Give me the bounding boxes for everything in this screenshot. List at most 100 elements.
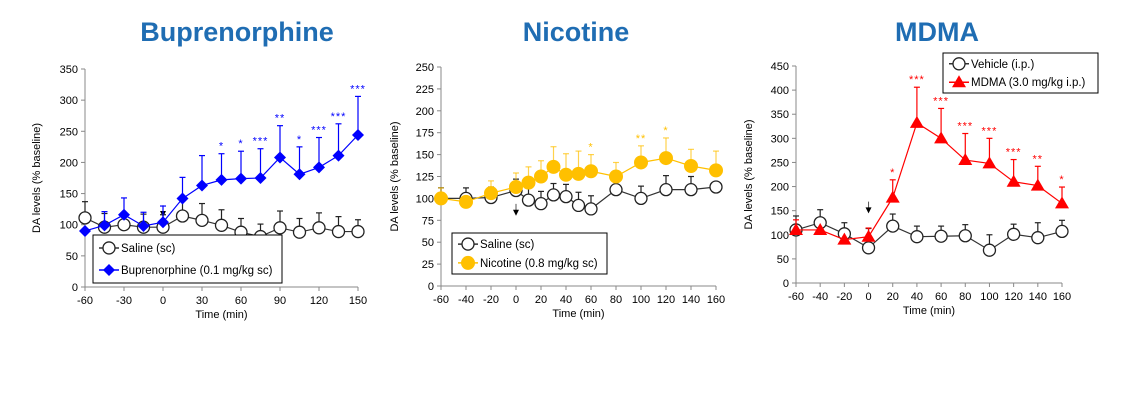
data-point bbox=[254, 172, 267, 184]
data-point bbox=[559, 167, 573, 182]
data-point bbox=[293, 168, 306, 181]
y-tick-label: 350 bbox=[60, 64, 78, 76]
x-tick-label: 60 bbox=[235, 295, 247, 307]
data-point bbox=[79, 224, 91, 237]
significance-label: * bbox=[219, 141, 224, 153]
legend-label: Buprenorphine (0.1 mg/kg sc) bbox=[121, 265, 273, 277]
y-tick-label: 200 bbox=[771, 182, 789, 194]
data-point bbox=[313, 161, 325, 174]
data-point bbox=[137, 219, 150, 232]
injection-arrow-head bbox=[865, 207, 872, 214]
y-tick-label: 0 bbox=[72, 282, 78, 294]
data-point bbox=[684, 182, 698, 197]
x-tick-label: 160 bbox=[707, 294, 725, 306]
significance-label: *** bbox=[311, 125, 327, 137]
y-tick-label: 150 bbox=[771, 206, 789, 218]
legend-marker bbox=[952, 57, 966, 71]
x-tick-label: 30 bbox=[196, 295, 208, 307]
legend-label: Saline (sc) bbox=[480, 239, 534, 251]
x-tick-label: -30 bbox=[116, 295, 132, 307]
y-tick-label: 0 bbox=[428, 281, 434, 293]
data-point bbox=[196, 179, 208, 192]
data-point bbox=[789, 222, 803, 235]
y-tick-label: 150 bbox=[60, 189, 78, 201]
chart-panel-0: Buprenorphine050100150200250300350-60-30… bbox=[31, 17, 367, 321]
y-tick-label: 225 bbox=[416, 84, 434, 96]
y-axis-label: DA levels (% baseline) bbox=[743, 119, 755, 229]
data-point bbox=[546, 188, 561, 202]
x-tick-label: 40 bbox=[560, 294, 572, 306]
data-point bbox=[195, 213, 209, 228]
significance-label: *** bbox=[933, 95, 949, 107]
data-point bbox=[546, 159, 561, 174]
x-tick-label: 120 bbox=[657, 294, 675, 306]
legend: Saline (sc) Nicotine (0.8 mg/kg sc) bbox=[451, 232, 608, 275]
significance-label: * bbox=[238, 138, 243, 150]
data-point bbox=[1055, 196, 1069, 209]
data-point bbox=[861, 241, 876, 255]
y-tick-label: 75 bbox=[422, 215, 434, 227]
x-tick-label: 60 bbox=[935, 291, 947, 303]
data-point bbox=[534, 197, 548, 211]
data-point bbox=[571, 198, 586, 213]
significance-label: *** bbox=[331, 111, 347, 123]
data-point bbox=[909, 115, 924, 128]
x-tick-label: 20 bbox=[535, 294, 547, 306]
x-tick-label: 140 bbox=[682, 294, 700, 306]
data-point bbox=[709, 163, 723, 178]
data-point bbox=[434, 191, 448, 206]
significance-label: *** bbox=[350, 83, 366, 95]
significance-label: * bbox=[297, 134, 302, 146]
legend: Vehicle (i.p.) MDMA (3.0 mg/kg i.p.) bbox=[942, 52, 1099, 94]
y-tick-label: 300 bbox=[771, 133, 789, 145]
y-tick-label: 200 bbox=[60, 157, 78, 169]
data-point bbox=[509, 180, 523, 195]
y-axis-label: DA levels (% baseline) bbox=[31, 123, 43, 233]
legend: Saline (sc)Buprenorphine (0.1 mg/kg sc) bbox=[92, 234, 283, 284]
legend-marker bbox=[103, 264, 115, 277]
x-tick-label: 80 bbox=[959, 291, 971, 303]
data-point bbox=[584, 164, 598, 179]
x-tick-label: -60 bbox=[433, 294, 449, 306]
x-tick-label: 20 bbox=[887, 291, 899, 303]
y-tick-label: 100 bbox=[771, 230, 789, 242]
x-tick-label: 40 bbox=[911, 291, 923, 303]
y-tick-label: 25 bbox=[422, 259, 434, 271]
significance-label: * bbox=[588, 142, 593, 154]
legend-label: MDMA (3.0 mg/kg i.p.) bbox=[971, 77, 1086, 89]
x-tick-label: 0 bbox=[160, 295, 166, 307]
x-tick-label: -20 bbox=[836, 291, 852, 303]
data-point bbox=[312, 221, 326, 235]
y-tick-label: 400 bbox=[771, 85, 789, 97]
data-point bbox=[351, 224, 365, 239]
legend-box bbox=[942, 52, 1099, 94]
data-point bbox=[273, 221, 287, 235]
data-point bbox=[861, 229, 876, 242]
data-point bbox=[235, 172, 247, 185]
y-tick-label: 125 bbox=[416, 172, 434, 184]
y-tick-label: 175 bbox=[416, 128, 434, 140]
legend-box bbox=[451, 232, 608, 275]
data-point bbox=[934, 229, 948, 243]
data-point bbox=[534, 169, 548, 184]
y-tick-label: 50 bbox=[777, 254, 789, 266]
data-point bbox=[982, 243, 997, 257]
legend-label: Nicotine (0.8 mg/kg sc) bbox=[480, 258, 598, 270]
legend-marker bbox=[952, 75, 966, 88]
significance-label: ** bbox=[1033, 153, 1044, 165]
series-0 bbox=[434, 175, 723, 216]
legend-label: Vehicle (i.p.) bbox=[971, 59, 1034, 71]
x-tick-label: 0 bbox=[513, 294, 519, 306]
data-point bbox=[352, 129, 364, 142]
data-point bbox=[1030, 178, 1045, 191]
data-point bbox=[1031, 231, 1045, 245]
chart-title: Nicotine bbox=[523, 17, 630, 47]
data-point bbox=[709, 180, 723, 194]
data-point bbox=[958, 229, 972, 243]
x-tick-label: 120 bbox=[310, 295, 328, 307]
data-point bbox=[584, 202, 598, 216]
y-tick-label: 250 bbox=[60, 126, 78, 138]
chart-panel-1: Nicotine0255075100125150175200225250-60-… bbox=[389, 17, 725, 320]
data-point bbox=[118, 208, 130, 221]
